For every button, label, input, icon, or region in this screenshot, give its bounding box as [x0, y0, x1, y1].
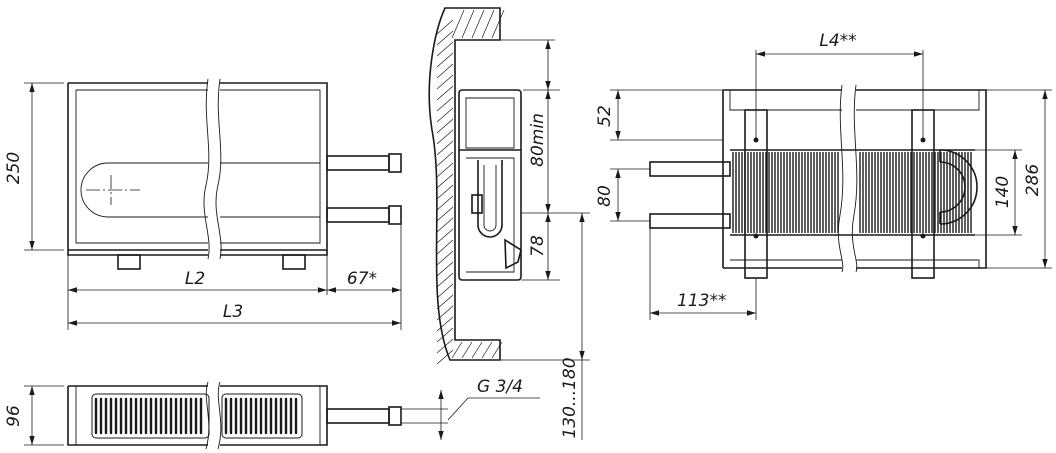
break-line — [203, 78, 210, 260]
pipe-top-view — [326, 408, 390, 424]
foot — [282, 254, 306, 270]
front-view: 250 L2 67* L3 — [4, 78, 402, 330]
side-view: 80min 78 130...180 — [428, 7, 590, 440]
right-view: L4** 52 80 140 286 113** — [595, 31, 1052, 320]
label-130-180: 130...180 — [560, 357, 580, 438]
label-l3: L3 — [223, 302, 243, 322]
label-80: 80 — [595, 185, 615, 207]
label-140: 140 — [993, 176, 1013, 208]
u-tube — [939, 161, 966, 213]
foot — [117, 254, 141, 270]
label-67: 67* — [347, 269, 377, 289]
fin-block-right — [732, 152, 972, 233]
label-78: 78 — [528, 235, 548, 257]
wall — [428, 7, 501, 361]
front-housing — [68, 82, 328, 251]
label-96: 96 — [4, 405, 24, 427]
pipe-right-upper — [649, 161, 731, 177]
pipe-upper — [326, 155, 390, 171]
pipe-lower — [326, 207, 390, 223]
right-housing — [723, 89, 987, 269]
label-g34: G 3/4 — [477, 377, 523, 397]
label-52: 52 — [595, 105, 615, 127]
pipe-right-lower — [649, 213, 731, 229]
top-view: 96 G 3/4 — [4, 377, 540, 450]
label-l2: L2 — [185, 269, 205, 289]
label-80min: 80min — [528, 113, 548, 167]
label-l4: L4** — [819, 31, 856, 51]
label-113: 113** — [677, 291, 726, 311]
label-250: 250 — [4, 152, 24, 184]
fin-block-bottom — [91, 393, 303, 439]
label-286: 286 — [1023, 164, 1043, 197]
wall-hatch — [436, 9, 505, 365]
side-housing — [458, 89, 522, 281]
